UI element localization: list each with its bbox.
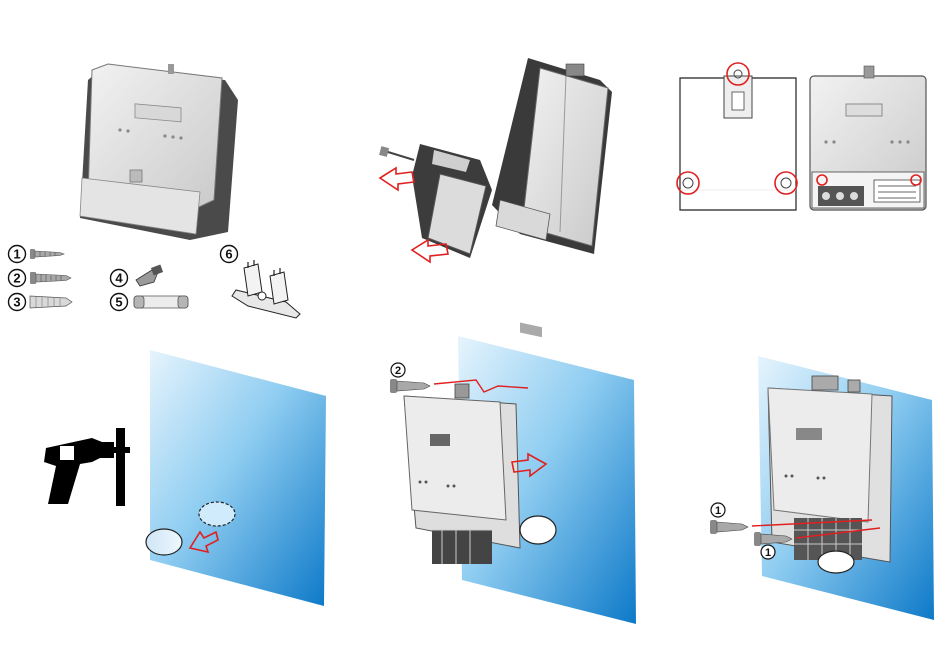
fixing-screw-upper: 1 <box>710 503 748 534</box>
wall-plug-3-row: 3 <box>9 294 73 311</box>
wall <box>150 350 326 606</box>
terminal-block-6: 6 <box>221 246 301 319</box>
cable-lug-4-row: 4 <box>111 265 164 287</box>
panel-drilling <box>44 350 326 606</box>
terminal-cover-detached <box>412 144 492 258</box>
meter-front-with-terminals <box>810 66 926 210</box>
sealing-screw <box>379 146 414 160</box>
panel-remove-cover <box>379 58 612 337</box>
panel-mounting-points <box>677 63 926 210</box>
callout-screw-1b: 1 <box>765 547 771 559</box>
wall-plug-icon <box>30 296 72 308</box>
callout-4: 4 <box>115 271 123 286</box>
callout-screw-1a: 1 <box>715 505 721 517</box>
fuse-5-row: 5 <box>111 294 189 311</box>
callout-1: 1 <box>13 247 20 262</box>
meter-front-view <box>80 64 238 240</box>
callout-2: 2 <box>13 271 20 286</box>
callout-6: 6 <box>225 247 232 262</box>
screw-icon <box>390 379 430 393</box>
hanging-screw: 2 <box>390 363 430 393</box>
callout-screw-2: 2 <box>395 365 401 377</box>
meter-body-side-view <box>492 58 612 337</box>
arrow-pull-cover-top <box>380 168 414 190</box>
drill-icon <box>44 428 130 506</box>
fuse-icon <box>134 296 188 308</box>
callout-5: 5 <box>115 295 122 310</box>
screw-1-row: 1 <box>9 246 65 263</box>
screw-2-row: 2 <box>9 270 72 287</box>
panel-hang-meter: 2 <box>390 336 636 624</box>
meter-fixed-on-wall <box>768 376 892 573</box>
panel-contents: 1 2 3 4 <box>9 64 301 318</box>
screw-icon <box>30 272 71 284</box>
terminal-block-icon <box>232 260 300 318</box>
mounting-template <box>677 63 797 210</box>
panel-fix-screws: 1 1 <box>710 356 934 620</box>
screw-icon <box>710 520 748 534</box>
cable-lug-icon <box>136 265 163 286</box>
screw-icon <box>30 249 64 259</box>
callout-3: 3 <box>13 295 20 310</box>
